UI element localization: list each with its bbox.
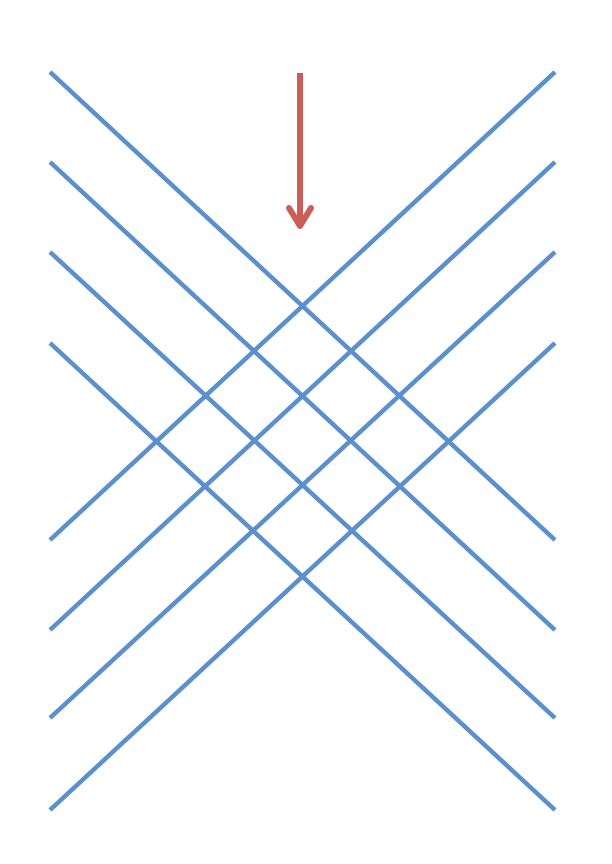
- ascending-line-1: [48, 70, 557, 542]
- ascending-lines-group: [48, 70, 557, 812]
- arrow-head: [286, 205, 314, 229]
- ascending-line-4: [48, 341, 557, 812]
- arrow-down-icon: [286, 73, 314, 229]
- ascending-line-2: [48, 160, 557, 632]
- ascending-line-3: [48, 250, 557, 720]
